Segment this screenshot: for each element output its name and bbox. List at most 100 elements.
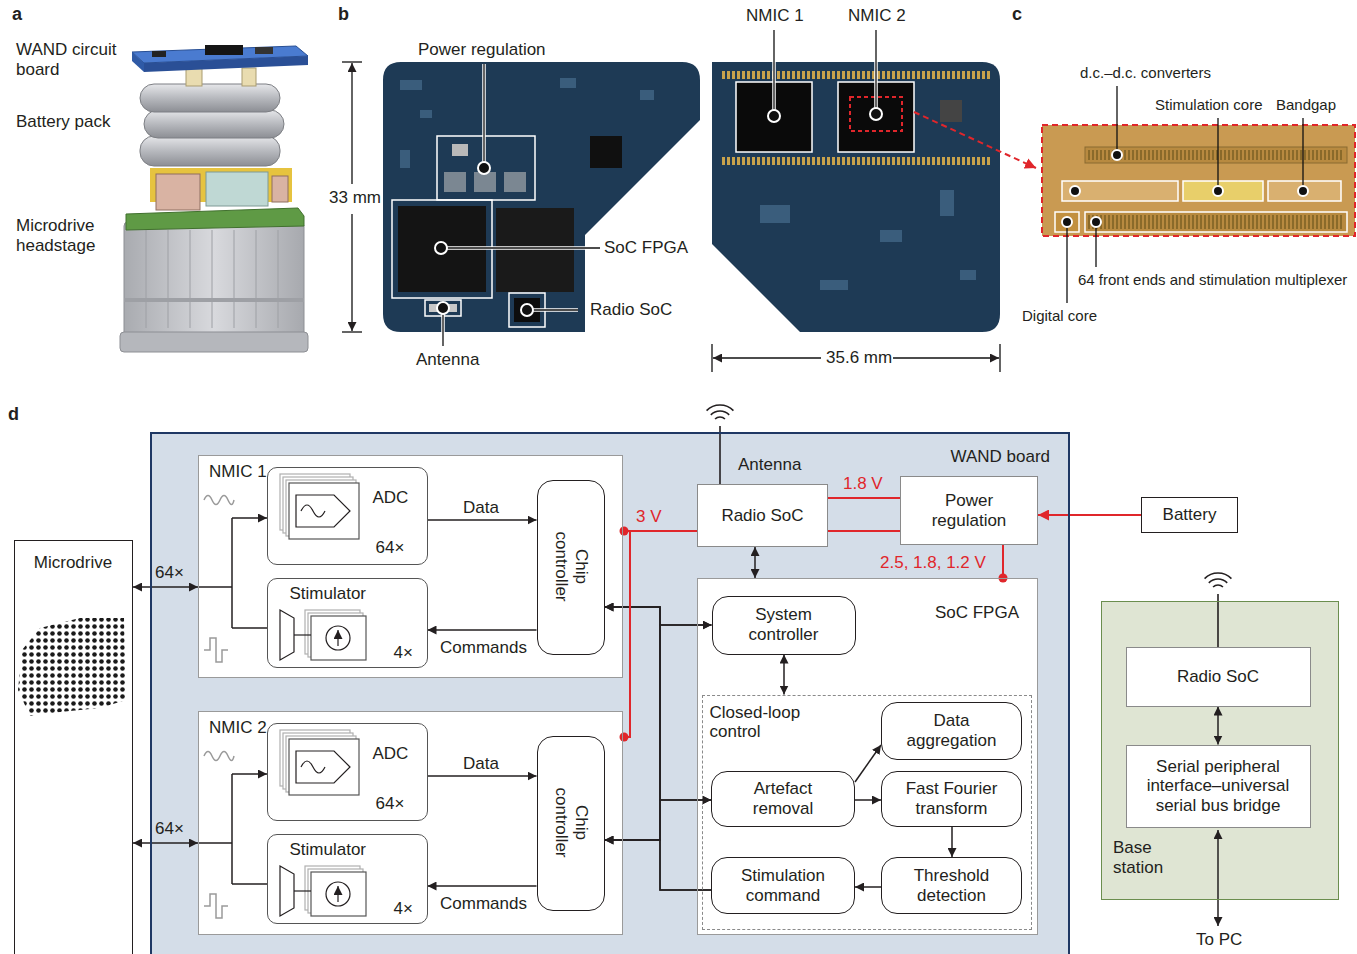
process-box: Stimulation command bbox=[711, 857, 855, 914]
node-fill bbox=[267, 723, 428, 821]
node-fill bbox=[267, 467, 428, 565]
label-slot: SoC FPGA bbox=[604, 238, 688, 258]
signal-arrow bbox=[605, 840, 712, 890]
callout-dot bbox=[435, 108, 882, 316]
node-label: Stimulator bbox=[290, 584, 367, 604]
text-slot: Fast Fourier transform bbox=[882, 772, 1021, 826]
callout-label: Bandgap bbox=[1276, 96, 1336, 113]
signal-label: Commands bbox=[440, 894, 527, 914]
circuit-board-photo bbox=[420, 110, 432, 118]
text-slot: System controller bbox=[713, 597, 855, 654]
headstage-illustration bbox=[144, 110, 284, 138]
leader-line bbox=[772, 30, 776, 110]
panel-letter: b bbox=[338, 4, 349, 25]
leader-line bbox=[447, 246, 600, 250]
adc-box: ADC64× bbox=[267, 723, 428, 821]
node-label: Data aggregation bbox=[897, 711, 1007, 750]
leader-line bbox=[482, 64, 486, 162]
node-label: Power regulation bbox=[914, 491, 1024, 530]
part-label: To PC bbox=[1196, 930, 1242, 950]
fpga-panel: System controllerData aggregationArtefac… bbox=[697, 578, 1038, 935]
node-fill bbox=[150, 432, 1070, 954]
dimension-line bbox=[351, 63, 352, 184]
label-slot: WAND circuit board bbox=[16, 40, 128, 79]
process-box: Fast Fourier transform bbox=[881, 771, 1022, 827]
callout-dot bbox=[521, 304, 533, 316]
stimulator-box: Stimulator4× bbox=[267, 578, 428, 668]
die-photo bbox=[1085, 147, 1347, 163]
signal-arrow bbox=[428, 629, 537, 631]
signal-arrow bbox=[855, 745, 881, 782]
station-panel: Radio SoC Serial peripheral interface–uni… bbox=[1101, 601, 1339, 900]
callout-label: NMIC 1 bbox=[746, 6, 804, 26]
part-label: Microdrive headstage bbox=[16, 216, 116, 255]
label-slot: Power regulation bbox=[418, 40, 546, 60]
circuit-board-photo bbox=[383, 62, 1000, 332]
leader-line bbox=[773, 30, 774, 110]
adc-symbol bbox=[301, 505, 325, 517]
signal-icon bbox=[204, 894, 228, 918]
part-label: Battery pack bbox=[16, 112, 111, 132]
label-slot: To PC bbox=[1196, 930, 1242, 950]
leader-line bbox=[1217, 118, 1218, 186]
leader-line bbox=[875, 30, 876, 108]
panel-letter: c bbox=[1012, 4, 1022, 25]
chip-box: Power regulation bbox=[900, 476, 1038, 545]
antenna-symbol bbox=[719, 426, 721, 484]
chip-box: Serial peripheral interface–universal se… bbox=[1126, 745, 1311, 828]
label-slot: Antenna bbox=[416, 350, 479, 370]
headstage-illustration bbox=[152, 51, 166, 57]
signal-icon bbox=[204, 752, 234, 761]
stimulator-symbol bbox=[294, 890, 311, 891]
callout-label: SoC FPGA bbox=[604, 238, 688, 258]
front-end-wiring bbox=[232, 883, 267, 885]
signal-arrow bbox=[428, 885, 537, 887]
leader-line bbox=[443, 30, 876, 346]
text-slot: Closed-loop control bbox=[710, 703, 810, 742]
label-slot: Microdrive headstage bbox=[16, 216, 116, 255]
front-end-wiring bbox=[198, 518, 267, 884]
node-label: Chip controller bbox=[551, 521, 590, 613]
node-fill bbox=[14, 540, 133, 954]
circuit-board-photo bbox=[400, 150, 410, 168]
text-slot: 64× bbox=[376, 794, 405, 814]
front-end-wiring bbox=[231, 518, 233, 628]
stimulator-symbol bbox=[280, 866, 294, 916]
chip-panel: ADC64×Chip controllerStimulator4×NMIC 1 bbox=[198, 455, 623, 678]
circuit-board-photo bbox=[437, 136, 535, 200]
headstage-illustration bbox=[168, 230, 169, 328]
label-slot: a bbox=[12, 4, 22, 25]
leader-line bbox=[533, 308, 578, 312]
signal-arrow bbox=[951, 827, 953, 857]
stimulator-symbol bbox=[311, 616, 366, 660]
callout-label: Power regulation bbox=[418, 40, 546, 60]
signal-arrow bbox=[133, 842, 198, 844]
circuit-board-photo bbox=[640, 90, 654, 100]
callout-label: NMIC 2 bbox=[848, 6, 906, 26]
label-slot: Data bbox=[463, 498, 499, 518]
dimension-line bbox=[999, 344, 1000, 372]
process-box: Artefact removal bbox=[711, 771, 855, 827]
leader-line bbox=[874, 30, 878, 108]
stimulator-symbol bbox=[326, 882, 350, 906]
callout-label: Digital core bbox=[1022, 307, 1097, 324]
circuit-board-photo bbox=[960, 270, 976, 280]
antenna-symbol bbox=[707, 405, 734, 411]
front-end-wiring bbox=[232, 517, 267, 519]
adc-symbol bbox=[296, 495, 350, 527]
node-fill bbox=[702, 695, 1032, 930]
callout-dot bbox=[478, 162, 490, 174]
label-slot: Digital core bbox=[1022, 307, 1097, 324]
part-label: WAND circuit board bbox=[16, 40, 128, 79]
signal-label: 64× bbox=[155, 563, 184, 583]
pc-link bbox=[1217, 830, 1219, 926]
leader-line bbox=[483, 64, 484, 162]
callout-dot bbox=[1298, 186, 1308, 196]
node-label: NMIC 2 bbox=[209, 718, 267, 738]
chip-box: Radio SoC bbox=[1126, 647, 1311, 707]
die-photo bbox=[1042, 125, 1355, 236]
label-slot: Antenna bbox=[738, 455, 801, 475]
circuit-board-photo bbox=[474, 172, 496, 192]
node-label: Closed-loop control bbox=[710, 703, 810, 742]
callout-label: 64 front ends and stimulation multiplexe… bbox=[1078, 271, 1347, 288]
